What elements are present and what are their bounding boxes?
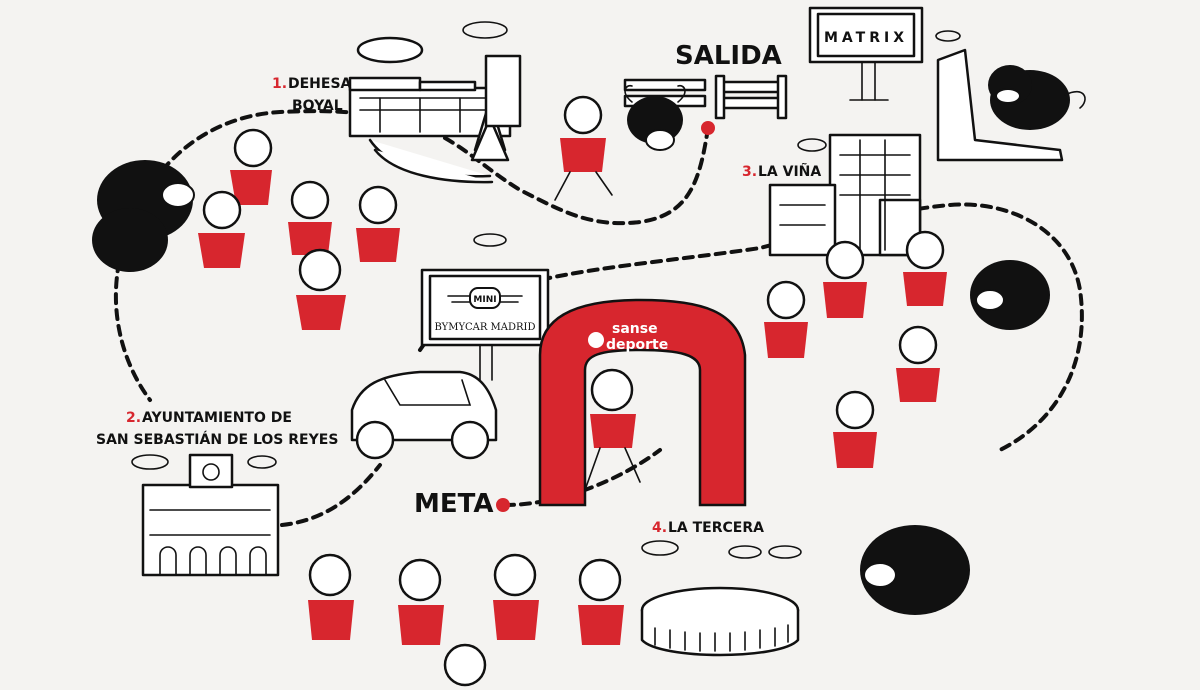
- decorative-clouds: [131, 21, 961, 559]
- arch-brand-line2: deporte: [606, 337, 668, 353]
- stop-1-line2: BOYAL: [292, 98, 343, 114]
- matrix-logo-text: MATRIX: [824, 30, 908, 46]
- start-corral-illustration: [623, 74, 788, 151]
- stop-2-line1: AYUNTAMIENTO DE: [142, 410, 292, 426]
- finish-arch: sanse deporte: [538, 298, 747, 507]
- start-label: SALIDA: [675, 41, 782, 71]
- stop-1-number: 1.: [272, 76, 287, 92]
- treadmill-bull-illustration: [936, 48, 1086, 162]
- start-runner: [554, 95, 613, 201]
- stop-4-line1: LA TERCERA: [668, 520, 764, 536]
- ayuntamiento-illustration: [141, 453, 280, 577]
- stop-4-label: 4. LA TERCERA: [652, 520, 764, 536]
- start-marker[interactable]: [701, 121, 715, 135]
- stop-1-label: 1. DEHESA BOYAL: [272, 76, 352, 114]
- matrix-billboard: MATRIX: [808, 6, 924, 101]
- bymycar-text: BYMYCAR MADRID: [435, 322, 536, 333]
- left-runners-group: [92, 128, 400, 330]
- la-tercera-illustration: [640, 586, 800, 657]
- la-vina-illustration: [768, 133, 922, 257]
- dehesa-boyal-illustration: [348, 36, 522, 184]
- stop-2-number: 2.: [126, 410, 141, 426]
- stop-4-number: 4.: [652, 520, 667, 536]
- stop-1-line1: DEHESA: [288, 76, 352, 92]
- stop-2-line2: SAN SEBASTIÁN DE LOS REYES: [96, 431, 338, 448]
- mini-car-illustration: [350, 370, 498, 460]
- right-runners-group: [764, 230, 1050, 615]
- finish-marker[interactable]: [496, 498, 510, 512]
- stop-3-label: 3. LA VIÑA: [742, 163, 821, 180]
- mini-logo-text: MINI: [473, 295, 496, 305]
- stop-3-number: 3.: [742, 164, 757, 180]
- mini-billboard: MINI BYMYCAR MADRID: [420, 268, 550, 381]
- bottom-crowd: [308, 553, 624, 687]
- finish-label: META: [414, 489, 493, 519]
- arch-brand-line1: sanse: [612, 321, 658, 337]
- stop-2-label: 2. AYUNTAMIENTO DE SAN SEBASTIÁN DE LOS …: [96, 410, 338, 448]
- stop-3-line1: LA VIÑA: [758, 163, 821, 180]
